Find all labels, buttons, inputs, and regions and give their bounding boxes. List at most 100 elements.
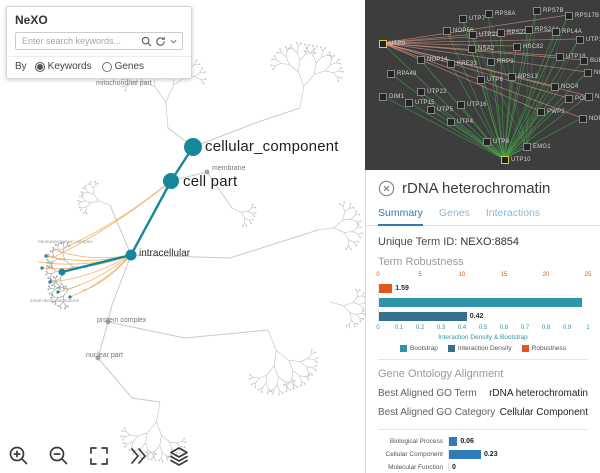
gene-node-UTP10[interactable]: UTP10: [501, 156, 531, 164]
gene-node-UTP16[interactable]: UTP16: [457, 101, 487, 109]
search-by-radios: Keywords Genes: [34, 61, 144, 72]
minor-term-node[interactable]: [105, 319, 111, 325]
gene-node-BUD21[interactable]: BUD21: [580, 57, 600, 65]
gene-node-NSA2[interactable]: NSA2: [468, 45, 494, 53]
gene-node-UTP22[interactable]: UTP22: [417, 88, 447, 96]
search-icon[interactable]: [141, 36, 152, 47]
gene-square-icon: [405, 99, 413, 107]
detail-tabs: Summary Genes Interactions: [366, 203, 600, 226]
gene-node-UTP4[interactable]: UTP4: [447, 118, 473, 126]
gene-node-NOP1[interactable]: NOP1: [584, 69, 600, 77]
gene-node-PWP2[interactable]: PWP2: [537, 108, 565, 116]
gene-node-UTP5[interactable]: UTP5: [427, 106, 453, 114]
minor-term-node[interactable]: [95, 355, 101, 361]
gene-node-RPS17B[interactable]: RPS17B: [565, 12, 599, 20]
gene-node-RPS7B[interactable]: RPS7B: [533, 7, 564, 15]
unique-term-id: Unique Term ID: NEXO:8854: [378, 236, 588, 248]
fit-view-button[interactable]: [88, 443, 113, 468]
search-panel-top: NeXO: [7, 7, 191, 56]
term-node-cellular-component[interactable]: [184, 138, 202, 156]
close-term-button[interactable]: [378, 180, 395, 197]
gene-node-RRP9[interactable]: RRP9: [487, 58, 514, 66]
gene-node-RPA49[interactable]: RPA49: [387, 70, 417, 78]
zoom-in-button[interactable]: [8, 443, 33, 468]
gene-node-KRE33[interactable]: KRE33: [447, 60, 477, 68]
gene-square-icon: [508, 73, 516, 81]
radio-input-keywords[interactable]: [34, 61, 45, 72]
search-input[interactable]: [20, 35, 138, 47]
gene-node-UTP18[interactable]: UTP18: [556, 53, 586, 61]
tab-summary[interactable]: Summary: [378, 203, 423, 226]
gene-square-icon: [533, 7, 541, 15]
layers-button[interactable]: [168, 443, 193, 468]
gene-square-icon: [459, 15, 467, 23]
tree-branch-cluster: [329, 289, 365, 328]
minor-term-node[interactable]: [204, 169, 210, 175]
gene-node-POL5[interactable]: POL5: [565, 95, 591, 103]
radio-keywords[interactable]: Keywords: [34, 61, 92, 72]
gene-label: NOP56: [453, 28, 474, 34]
gene-node-NOC4[interactable]: NOC4: [551, 83, 578, 91]
gene-label: HSC82: [523, 44, 544, 50]
gene-node-RPS22A[interactable]: RPS22A: [497, 29, 531, 37]
gene-square-icon: [537, 108, 545, 116]
radio-input-genes[interactable]: [101, 61, 112, 72]
gene-square-icon: [469, 31, 477, 39]
gene-square-icon: [387, 70, 395, 78]
gene-square-icon: [483, 138, 491, 146]
gene-node-UTP6[interactable]: UTP6: [477, 76, 503, 84]
collapse-tree-button[interactable]: [128, 443, 153, 468]
gene-node-RPS13[interactable]: RPS13: [508, 73, 538, 81]
gene-square-icon: [580, 57, 588, 65]
tab-interactions[interactable]: Interactions: [485, 207, 541, 219]
gene-node-UTP13[interactable]: UTP13: [576, 36, 600, 44]
unique-term-value: NEXO:8854: [460, 236, 520, 248]
gene-node-UTP21[interactable]: UTP21: [469, 31, 499, 39]
orange-edge: [69, 254, 132, 298]
gene-square-icon: [379, 93, 387, 101]
app-title: NeXO: [15, 13, 48, 27]
gene-square-icon: [565, 95, 573, 103]
gene-node-RPS24A[interactable]: RPS24A: [525, 26, 559, 34]
term-node-intracellular[interactable]: [125, 249, 137, 261]
gene-node-UTP9[interactable]: UTP9: [379, 40, 405, 48]
gene-node-EMG1[interactable]: EMG1: [523, 143, 551, 151]
gene-square-icon: [552, 28, 560, 36]
gene-square-icon: [487, 58, 495, 66]
gene-label: RPS8A: [495, 11, 516, 17]
gene-node-DIM1[interactable]: DIM1: [379, 93, 404, 101]
gene-square-icon: [379, 40, 387, 48]
gene-node-NOP6[interactable]: NOP6: [579, 115, 600, 123]
gene-node-RPL4A[interactable]: RPL4A: [552, 28, 582, 36]
tree-link: [192, 107, 301, 148]
orange-edge: [51, 180, 172, 259]
gene-node-HSC82[interactable]: HSC82: [513, 43, 543, 51]
radio-label: Keywords: [47, 61, 92, 72]
gene-node-UTP8[interactable]: UTP8: [483, 138, 509, 146]
gene-square-icon: [427, 106, 435, 114]
gene-node-RPS8A[interactable]: RPS8A: [485, 10, 516, 18]
term-node-cell-part[interactable]: [163, 173, 179, 189]
gene-node-NOP56[interactable]: NOP56: [443, 27, 474, 35]
term-node-cluster-hub[interactable]: [58, 268, 66, 276]
collapse-panel-chevron-icon[interactable]: [169, 37, 178, 46]
tree-branch-cluster: [317, 202, 363, 250]
tree-link: [97, 357, 161, 403]
gene-node-NAN1[interactable]: NAN1: [585, 93, 600, 101]
gene-label: UTP10: [511, 157, 531, 163]
gene-square-icon: [523, 143, 531, 151]
gene-square-icon: [584, 69, 592, 77]
reset-search-icon[interactable]: [155, 36, 166, 47]
gene-node-UTP7[interactable]: UTP7: [459, 15, 485, 23]
radio-genes[interactable]: Genes: [101, 61, 144, 72]
zoom-out-button[interactable]: [48, 443, 73, 468]
map-toolbar: [8, 443, 193, 468]
gene-node-NOP14[interactable]: NOP14: [417, 56, 448, 64]
divider: [378, 429, 588, 430]
gene-node-UTP15[interactable]: UTP15: [405, 99, 435, 107]
tab-genes[interactable]: Genes: [438, 207, 470, 219]
gene-label: UTP22: [427, 89, 447, 95]
orange-edge: [49, 254, 132, 283]
